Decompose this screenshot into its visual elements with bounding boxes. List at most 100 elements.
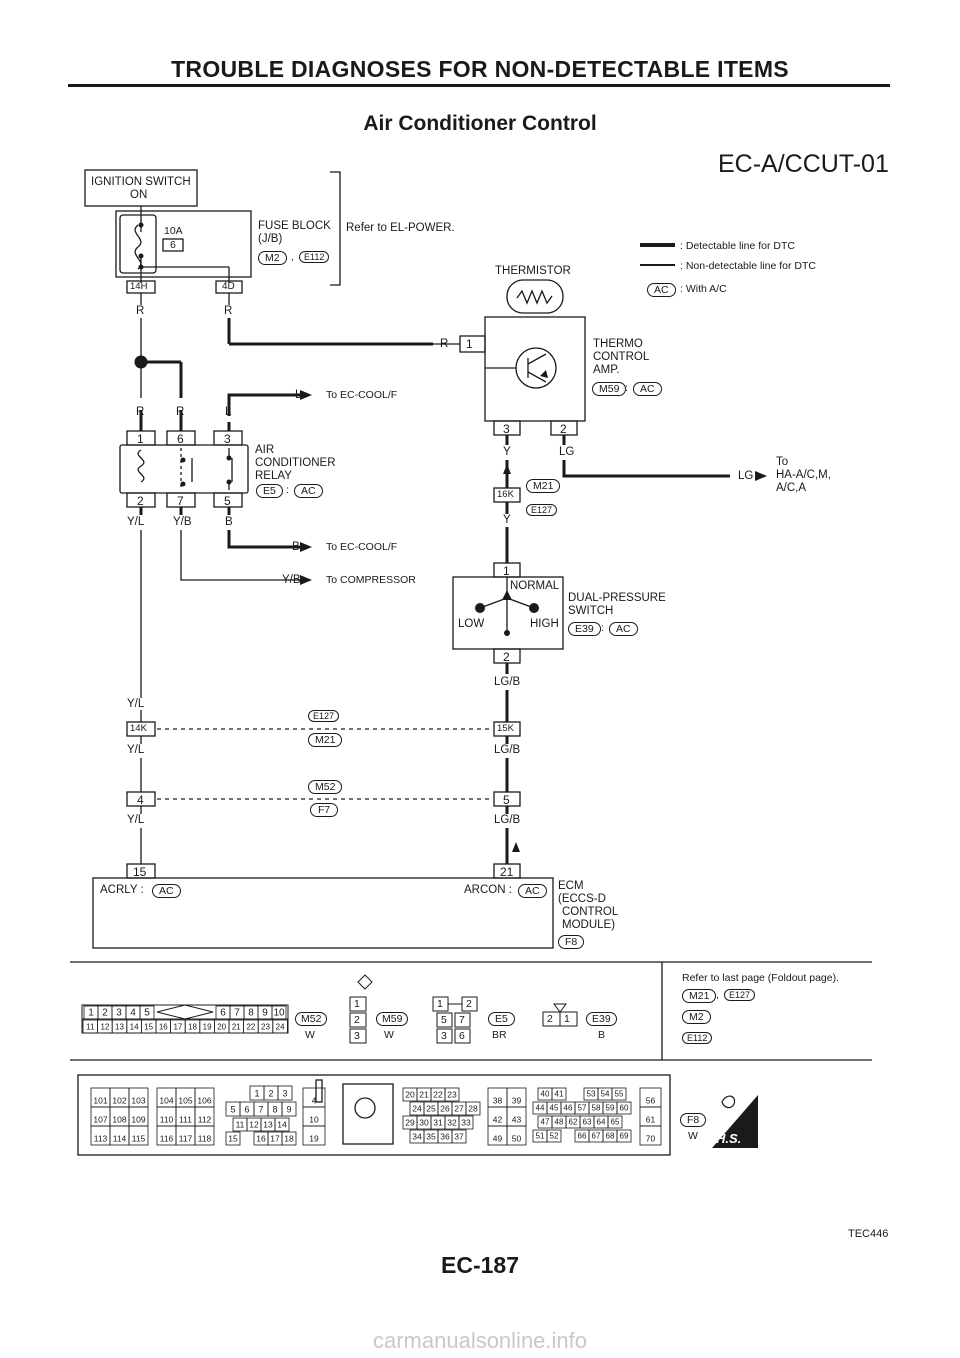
- terminal-4: 4: [137, 793, 144, 807]
- wire-label-lgb: LG/B: [494, 744, 521, 756]
- terminal-2: 2: [560, 422, 567, 436]
- dest-ha-2: HA-A/C,M,: [776, 469, 831, 481]
- ecm-pin: 6: [244, 1105, 249, 1115]
- ecm-pin-cell: [458, 1115, 474, 1130]
- e39-pin: 1: [564, 1013, 570, 1025]
- relay-label-1: AIR: [255, 444, 275, 456]
- wire-label-y: Y: [503, 446, 511, 458]
- connector-view-e5: [432, 996, 478, 1044]
- m52-pin: 4: [130, 1008, 136, 1019]
- terminal-1: 1: [137, 432, 144, 446]
- ecm-pin: 48: [555, 1118, 564, 1127]
- ecm-pin-cell: [611, 1087, 627, 1101]
- ecm-pin: 101: [93, 1096, 107, 1106]
- ecm-pin: 21: [419, 1090, 429, 1100]
- fuse-conn-sep: ,: [291, 251, 294, 263]
- connector-tag-m21: M21: [308, 733, 343, 747]
- ecm-pin: 16: [256, 1134, 266, 1144]
- m52-pin: 14: [130, 1023, 139, 1032]
- ignition-switch-label-1: IGNITION SWITCH: [91, 176, 191, 188]
- terminal-2: 2: [137, 494, 144, 508]
- dps-low: LOW: [458, 618, 485, 630]
- ecm-pin: 70: [646, 1134, 656, 1144]
- wire-l-dest: L: [295, 389, 302, 401]
- legend-ac-tag: AC: [647, 283, 676, 297]
- terminal-2: 2: [503, 650, 510, 664]
- conn-view-f8-color: W: [688, 1130, 698, 1142]
- fuse-amperage: 10A: [164, 225, 183, 237]
- wire-label-lgb: LG/B: [494, 676, 521, 688]
- ecm-arcon: ARCON :: [464, 884, 512, 896]
- m52-pin: 12: [100, 1023, 109, 1032]
- ecm-pin: 32: [447, 1118, 457, 1128]
- ecm-pin: 60: [620, 1104, 629, 1113]
- connector-tag-e127: E127: [724, 989, 756, 1001]
- connector-tag-m2: M2: [682, 1010, 711, 1024]
- ecm-pin: 46: [564, 1104, 573, 1113]
- m59-pin: 3: [354, 1030, 360, 1042]
- dest-ha-1: To: [776, 456, 789, 468]
- terminal-6: 6: [177, 432, 184, 446]
- fuse-number: 6: [170, 239, 176, 251]
- ecm-box: [92, 877, 554, 949]
- ecm-pin: 115: [132, 1134, 146, 1144]
- ecm-pin: 11: [236, 1120, 245, 1130]
- ecm-pin: 49: [493, 1134, 503, 1144]
- m52-pin: 16: [159, 1023, 168, 1032]
- ecm-pin: 51: [536, 1132, 545, 1141]
- ecm-pin: 114: [113, 1134, 127, 1144]
- with-ac-tag: AC: [609, 622, 638, 636]
- ecm-pin: 28: [468, 1104, 478, 1114]
- ecm-pin: 106: [197, 1096, 211, 1106]
- wire-label-yb: Y/B: [173, 516, 192, 528]
- thermo-amp-label-1: THERMO: [593, 338, 643, 350]
- watermark: carmanualsonline.info: [372, 1328, 588, 1353]
- m59-pin: 1: [354, 998, 360, 1010]
- connector-tag-m21: M21: [682, 989, 717, 1003]
- ecm-pin: 117: [179, 1134, 193, 1144]
- dest-ec-cool-l: To EC-COOL/F: [326, 389, 398, 401]
- terminal-14k: 14K: [130, 723, 147, 734]
- legend-non-detectable: : Non-detectable line for DTC: [680, 260, 816, 272]
- refer-foldout: Refer to last page (Foldout page).: [682, 972, 840, 984]
- wire-lg-dest: LG: [738, 470, 754, 482]
- dest-ha-3: A/C,A: [776, 482, 807, 494]
- ecm-pin-cell: [274, 1117, 290, 1132]
- m52-pin: 3: [116, 1008, 122, 1019]
- fuse-block-box: [115, 210, 252, 278]
- conn-view-m52-color: W: [305, 1029, 315, 1041]
- relay-label-3: RELAY: [255, 470, 292, 482]
- ecm-pin-cell: [302, 1125, 326, 1146]
- ecm-pin: 105: [178, 1096, 192, 1106]
- ecm-pin: 2: [268, 1089, 273, 1099]
- m52-pin: 19: [203, 1023, 212, 1032]
- page-header: TROUBLE DIAGNOSES FOR NON-DETECTABLE ITE…: [171, 56, 789, 82]
- ecm-label-2: (ECCS-D: [558, 893, 606, 905]
- refer-el-power: Refer to EL-POWER.: [346, 222, 455, 234]
- ecm-pin: 14: [277, 1120, 287, 1130]
- ecm-pin: 4: [312, 1096, 317, 1106]
- ecm-pin: 116: [160, 1134, 174, 1144]
- connector-tag-e127: E127: [526, 504, 558, 516]
- ecm-pin-cell: [607, 1115, 623, 1129]
- conn-view-m59-color: W: [384, 1029, 394, 1041]
- conn-view-m52-tag: M52: [295, 1012, 328, 1026]
- m52-pin-cell: [272, 1019, 288, 1034]
- ecm-pin-cell: [225, 1131, 241, 1146]
- wire-label-lg: LG: [559, 446, 575, 458]
- ecm-pin: 33: [461, 1118, 471, 1128]
- ecm-pin: 109: [131, 1115, 145, 1125]
- wire-label-r: R: [136, 406, 145, 418]
- hs-logo-icon: [712, 1095, 758, 1148]
- ecm-pin: 111: [179, 1115, 192, 1125]
- ecm-pin: 58: [592, 1104, 601, 1113]
- e5-pin: 7: [459, 1014, 465, 1026]
- ecm-pin: 52: [550, 1132, 559, 1141]
- m52-pin: 7: [234, 1008, 240, 1019]
- thermo-amp-label-2: CONTROL: [593, 351, 650, 363]
- with-ac-tag: AC: [152, 884, 181, 898]
- ecm-pin: 110: [160, 1115, 174, 1125]
